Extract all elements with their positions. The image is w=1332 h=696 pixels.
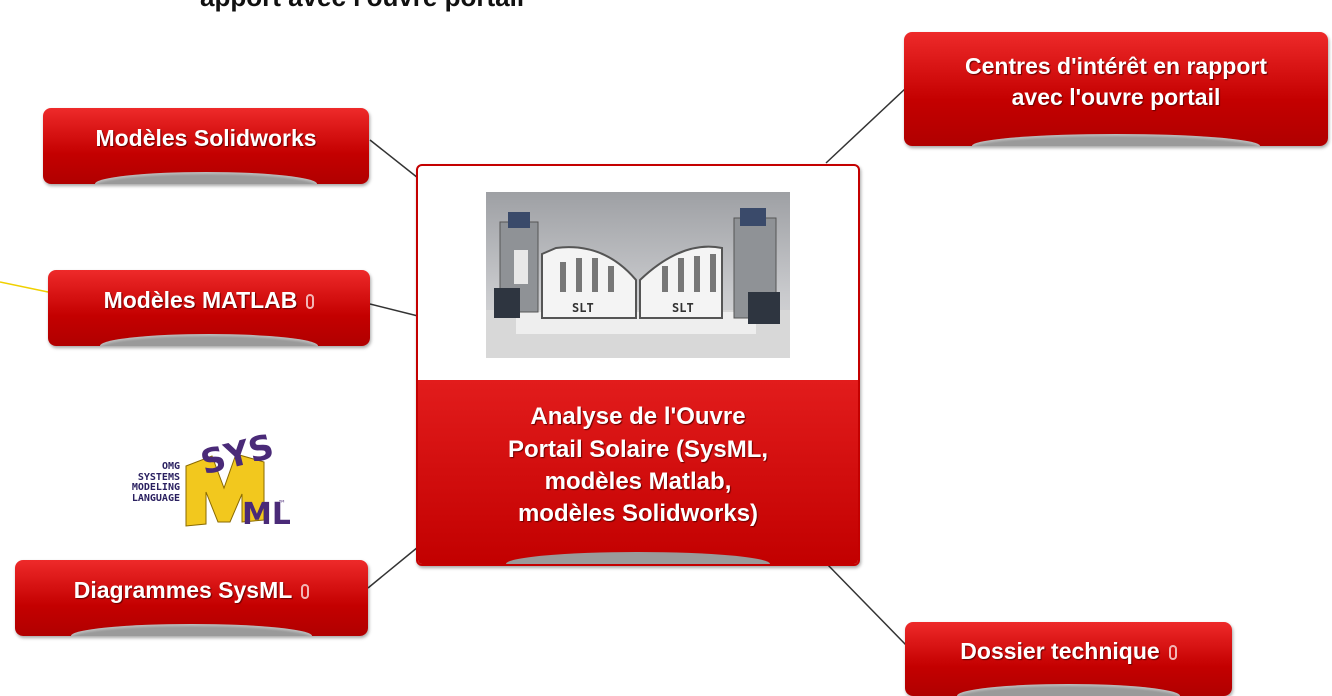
gate-plate-right: SLT [672, 301, 694, 315]
node-label: Dossier technique [960, 638, 1160, 665]
node-centres-interet[interactable]: Centres d'intérêt en rapport avec l'ouvr… [904, 32, 1328, 146]
node-label-line-2: avec l'ouvre portail [1011, 84, 1221, 110]
gate-plate-left: SLT [572, 301, 594, 315]
central-topic-node[interactable]: SLT SLT Analyse de l'Ouvre Portail Solai… [416, 164, 860, 566]
central-line-2: Portail Solaire (SysML, [507, 435, 769, 463]
connector-matlab [369, 303, 419, 317]
connector-sysml [367, 546, 419, 589]
central-line-4: modèles Solidworks) [517, 500, 759, 528]
sysml-logo-image: OMG SYSTEMS MODELING LANGUAGE SYS ML ™ [80, 432, 290, 532]
node-label: Modèles Solidworks [95, 125, 317, 152]
node-dossier-technique[interactable]: Dossier technique [905, 622, 1232, 696]
node-label: Modèles MATLAB [103, 287, 298, 314]
logo-ml-text: ML [242, 497, 290, 532]
attachment-icon[interactable] [1168, 644, 1177, 660]
node-diagrammes-sysml[interactable]: Diagrammes SysML [15, 560, 368, 636]
node-modeles-matlab[interactable]: Modèles MATLAB [48, 270, 370, 346]
connector-dossier [825, 562, 907, 646]
attachment-icon[interactable] [301, 583, 310, 599]
central-line-3: modèles Matlab, [544, 468, 732, 495]
logo-tm-mark: ™ [278, 499, 286, 508]
node-modeles-solidworks[interactable]: Modèles Solidworks [43, 108, 369, 184]
omg-text: OMG SYSTEMS MODELING LANGUAGE [131, 461, 180, 504]
attachment-icon[interactable] [306, 293, 315, 309]
central-line-1: Analyse de l'Ouvre [530, 403, 746, 431]
connector-solidworks [369, 139, 419, 179]
logo-sys-text: SYS [197, 432, 278, 483]
node-label-line-1: Centres d'intérêt en rapport [965, 52, 1267, 79]
connector-centres [825, 87, 907, 164]
partial-heading-text: apport avec l'ouvre portail [200, 0, 760, 16]
solar-gate-model-photo: SLT SLT [486, 192, 790, 358]
central-topic-label: Analyse de l'Ouvre Portail Solaire (SysM… [418, 380, 858, 564]
connector-offscreen [0, 281, 49, 293]
node-label: Diagrammes SysML [73, 577, 293, 604]
